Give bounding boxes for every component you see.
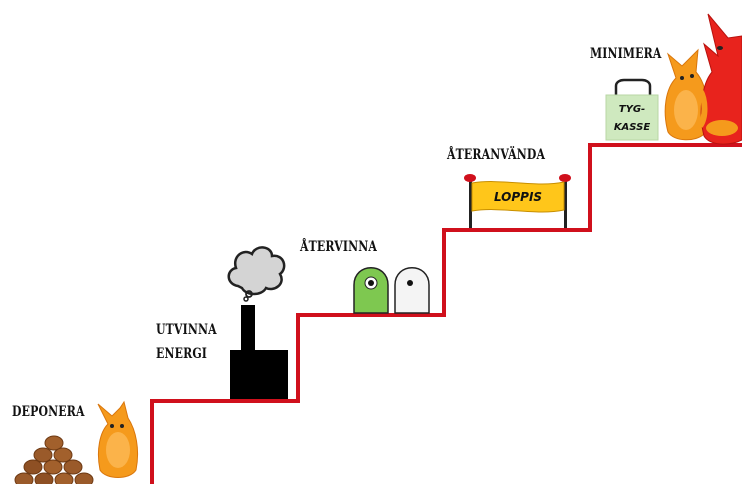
fox-figure-icon: [97, 400, 139, 478]
log-pile-icon: [14, 435, 94, 484]
tote-bag-line1: TYG-: [619, 104, 645, 115]
step-label-minimera: MINIMERA: [590, 46, 662, 62]
step-label-utvinna-line2: ENERGI: [156, 346, 208, 362]
loppis-sign-icon: LOPPIS: [464, 174, 571, 228]
loppis-sign-text: LOPPIS: [494, 190, 542, 204]
recycling-bins-icon: [353, 267, 430, 314]
staircase-line: [150, 143, 742, 484]
smoke-cloud-icon: [227, 246, 286, 302]
fox-figure-icon: [664, 48, 708, 141]
step-label-utvinna-energi: UTVINNA ENERGI: [156, 318, 217, 366]
tote-bag-icon: TYG- KASSE: [605, 78, 659, 141]
step-label-deponera: DEPONERA: [12, 404, 85, 420]
step-label-atervinna: ÅTERVINNA: [300, 239, 378, 255]
fox-figure-icon: [697, 13, 742, 145]
step-label-utvinna-line1: UTVINNA: [156, 322, 217, 338]
factory-icon: [230, 305, 288, 399]
tote-bag-line2: KASSE: [614, 122, 651, 133]
step-label-ateranvanda: ÅTERANVÄNDA: [447, 147, 546, 163]
